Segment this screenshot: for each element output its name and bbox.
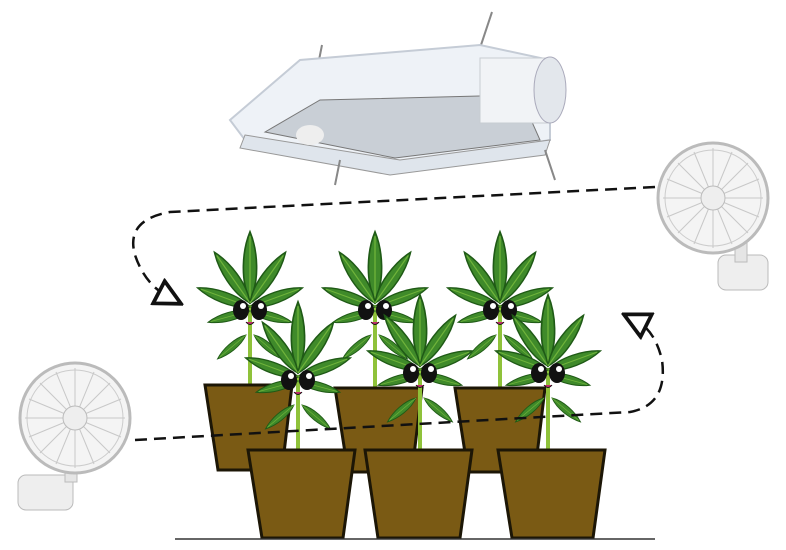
clip-fan-right (656, 141, 770, 291)
grow-light-hood (228, 11, 567, 186)
front-pots (246, 448, 607, 540)
clip-fan-left (17, 361, 132, 511)
pot-front-left (246, 448, 357, 540)
duct-collar (479, 56, 567, 124)
pot-front-right (496, 448, 607, 540)
airflow-path-bottom (134, 320, 665, 442)
airflow-path-top (132, 185, 656, 298)
fan-icon (656, 141, 770, 255)
pot-front-center (363, 448, 474, 540)
fan-icon (18, 361, 132, 475)
